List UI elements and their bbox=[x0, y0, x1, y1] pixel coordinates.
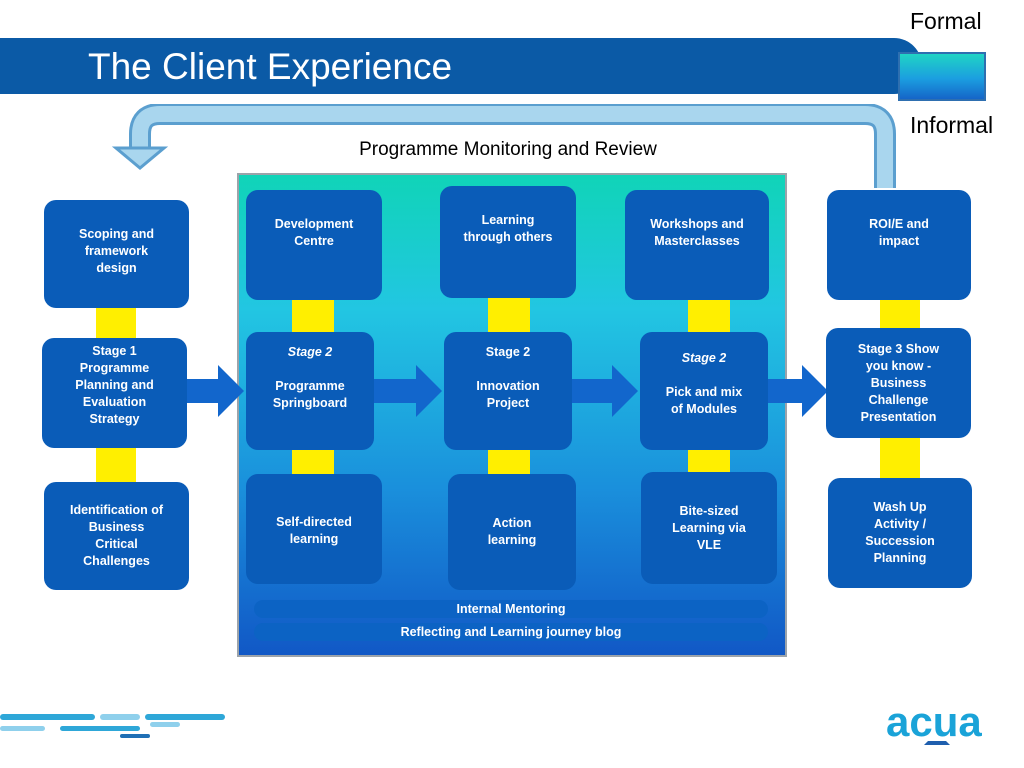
journey-blog-strip: Reflecting and Learning journey blog bbox=[254, 623, 768, 641]
stage-label: Stage 2 bbox=[287, 345, 333, 359]
acua-logo: acua bbox=[886, 700, 982, 745]
wash-up-box: Wash Up Activity / Succession Planning bbox=[828, 478, 972, 588]
connector-right-lower bbox=[880, 436, 920, 480]
stage-label: Stage 2 bbox=[681, 351, 727, 365]
arrow-innovation-to-modules bbox=[570, 365, 638, 417]
action-learning-box: Action learning bbox=[448, 474, 576, 590]
stage-1-box: Stage 1 Programme Planning and Evaluatio… bbox=[42, 338, 187, 448]
logo-text: acua bbox=[886, 700, 982, 745]
workshops-box: Workshops and Masterclasses bbox=[625, 190, 769, 300]
cycle-label: Programme Monitoring and Review bbox=[359, 139, 657, 160]
stage-title: Pick and mix of Modules bbox=[665, 385, 743, 416]
connector-col3-lower bbox=[488, 450, 530, 476]
connector-col3-upper bbox=[488, 296, 530, 332]
stage-label: Stage 2 bbox=[485, 345, 531, 359]
connector-col2-upper bbox=[292, 298, 334, 334]
stage-title: Innovation Project bbox=[476, 379, 540, 410]
legend-informal-label: Informal bbox=[910, 112, 994, 138]
stage-title: Programme Springboard bbox=[272, 379, 348, 410]
development-centre-box: Development Centre bbox=[246, 190, 382, 300]
connector-left-upper bbox=[96, 306, 136, 340]
title-bar bbox=[0, 38, 922, 94]
programme-springboard-box: Stage 2 Programme Springboard bbox=[246, 332, 374, 450]
innovation-project-box: Stage 2 Innovation Project bbox=[444, 332, 572, 450]
connector-col4-upper bbox=[688, 298, 730, 334]
formality-gradient-legend bbox=[898, 52, 986, 101]
bite-sized-box: Bite-sized Learning via VLE bbox=[641, 472, 777, 584]
roi-box: ROI/E and impact bbox=[827, 190, 971, 300]
connector-left-lower bbox=[96, 446, 136, 482]
decorative-swoosh-lines bbox=[0, 714, 225, 738]
identification-box: Identification of Business Critical Chal… bbox=[44, 482, 189, 590]
internal-mentoring-strip: Internal Mentoring bbox=[254, 600, 768, 618]
arrow-springboard-to-innovation bbox=[374, 365, 442, 417]
stage-3-box: Stage 3 Show you know - Business Challen… bbox=[826, 328, 971, 438]
page-title: The Client Experience bbox=[88, 46, 453, 87]
learning-through-others-box: Learning through others bbox=[440, 186, 576, 298]
arrow-modules-to-stage3 bbox=[766, 365, 828, 417]
feedback-loop-arrow bbox=[111, 104, 896, 188]
arrow-stage1-to-springboard bbox=[186, 365, 244, 417]
self-directed-box: Self-directed learning bbox=[246, 474, 382, 584]
scoping-box: Scoping and framework design bbox=[44, 200, 189, 308]
legend-formal-label: Formal bbox=[910, 8, 982, 34]
connector-col2-lower bbox=[292, 450, 334, 476]
pick-and-mix-box: Stage 2 Pick and mix of Modules bbox=[640, 332, 768, 450]
connector-col4-lower bbox=[688, 450, 730, 476]
connector-right-upper bbox=[880, 298, 920, 330]
